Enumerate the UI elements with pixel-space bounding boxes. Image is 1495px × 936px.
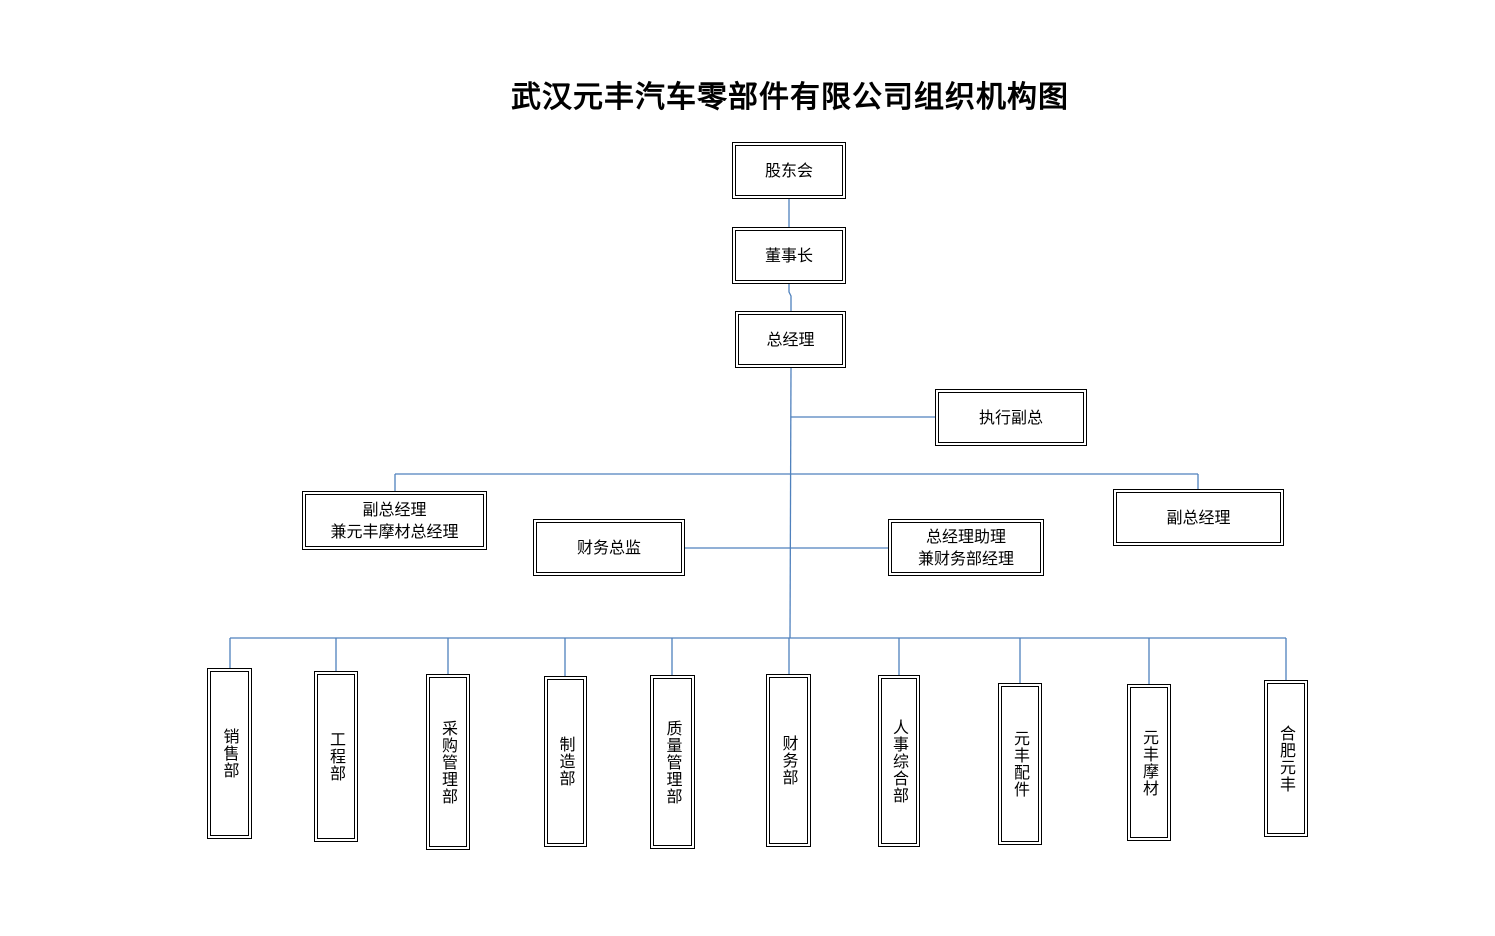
- dept-label: 制造部: [556, 736, 576, 787]
- node-vp-left-line1: 副总经理: [362, 499, 427, 519]
- dept-yuanfeng-friction: 元丰摩材: [1127, 684, 1171, 841]
- dept-label: 元丰摩材: [1140, 728, 1159, 797]
- node-shareholders-label: 股东会: [764, 160, 813, 180]
- node-general-manager-label: 总经理: [766, 329, 815, 349]
- dept-label: 销售部: [220, 728, 240, 779]
- node-assistant-gm: 总经理助理 兼财务部经理: [888, 519, 1044, 576]
- dept-label: 采购管理部: [439, 719, 458, 805]
- dept-label: 元丰配件: [1011, 730, 1030, 798]
- node-executive-vp: 执行副总: [935, 389, 1087, 446]
- node-vp-left: 副总经理 兼元丰摩材总经理: [302, 491, 487, 550]
- dept-label: 合肥元丰: [1277, 724, 1296, 793]
- dept-sales: 销售部: [207, 668, 252, 839]
- dept-label: 质量管理部: [663, 719, 683, 805]
- connector-chairman-gm: [788, 283, 792, 312]
- dept-yuanfeng-parts: 元丰配件: [998, 683, 1042, 845]
- chart-title: 武汉元丰汽车零部件有限公司组织机构图: [511, 80, 1069, 115]
- node-cfo-label: 财务总监: [576, 537, 641, 557]
- dept-quality: 质量管理部: [650, 675, 695, 849]
- dept-label: 财务部: [779, 735, 799, 786]
- node-assistant-gm-line2: 兼财务部经理: [917, 548, 1014, 568]
- node-chairman: 董事长: [732, 227, 846, 284]
- node-vp-right: 副总经理: [1113, 489, 1284, 546]
- node-shareholders: 股东会: [732, 142, 846, 199]
- node-chairman-label: 董事长: [764, 245, 813, 265]
- dept-label: 人事综合部: [890, 718, 909, 804]
- dept-label: 工程部: [327, 731, 346, 782]
- dept-manufacturing: 制造部: [544, 676, 587, 847]
- node-vp-left-line2: 兼元丰摩材总经理: [330, 521, 459, 541]
- node-assistant-gm-line1: 总经理助理: [925, 526, 1006, 546]
- dept-hr-admin: 人事综合部: [878, 675, 920, 847]
- node-vp-right-label: 副总经理: [1166, 507, 1231, 527]
- connector-trunk: [789, 367, 792, 639]
- node-general-manager: 总经理: [735, 311, 846, 368]
- node-executive-vp-label: 执行副总: [978, 407, 1043, 427]
- dept-engineering: 工程部: [314, 671, 358, 842]
- dept-finance: 财务部: [766, 674, 811, 847]
- node-cfo: 财务总监: [533, 519, 685, 576]
- dept-procurement: 采购管理部: [426, 674, 470, 850]
- dept-hefei-yuanfeng: 合肥元丰: [1264, 680, 1308, 837]
